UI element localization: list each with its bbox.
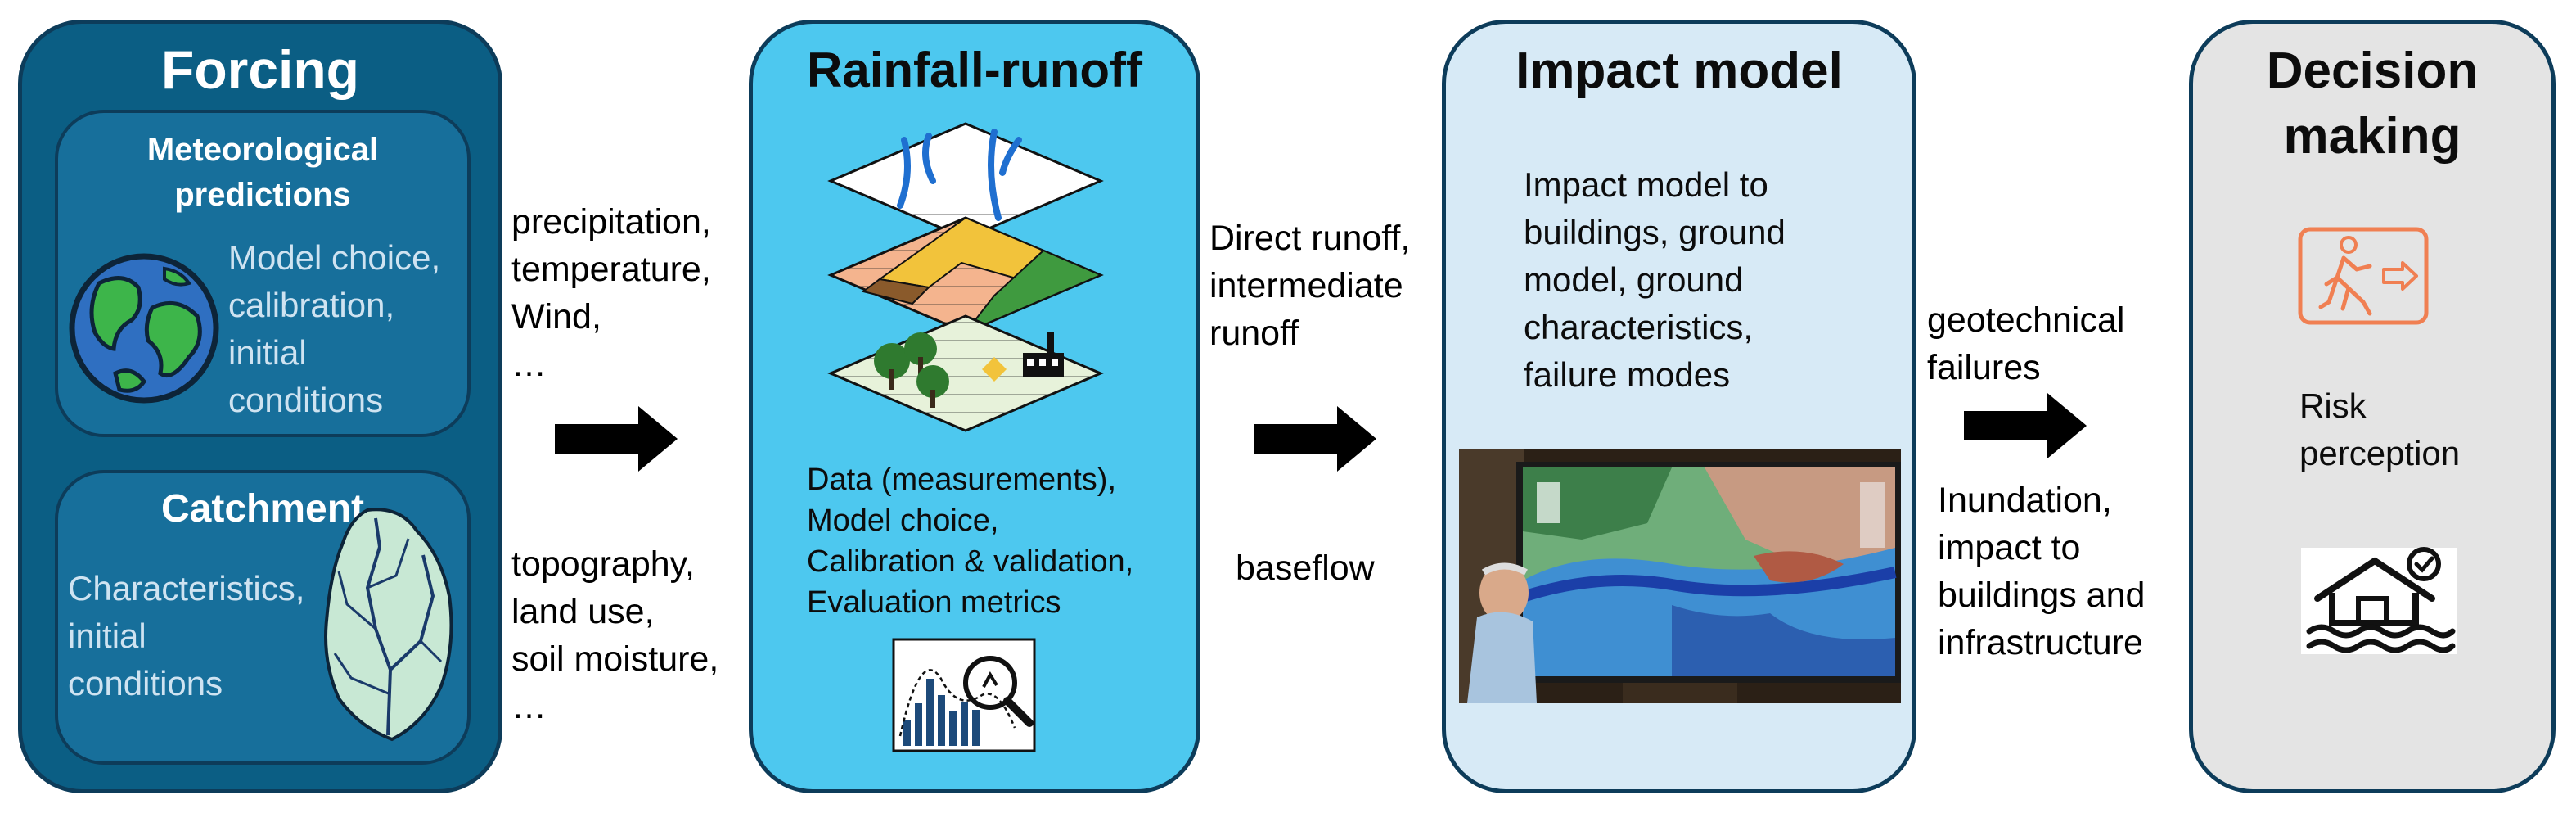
arrow-right-icon [1964,393,2087,458]
forcing-outputs-top-label: precipitation, temperature, Wind, … [511,202,711,384]
impact-outputs-bottom-label: Inundation, impact to buildings and infr… [1938,481,2146,662]
forcing-title: Forcing [161,39,359,100]
meteorological-predictions-text: Model choice, calibration, initial condi… [228,238,441,419]
layered-grid-model-icon [827,122,1104,432]
rainfall-runoff-text: Data (measurements), Model choice, Calib… [807,463,1134,620]
runoff-outputs-top-label: Direct runoff, intermediate runoff [1209,219,1411,353]
chart-magnifier-icon [892,638,1036,752]
earth-globe-icon [69,253,219,404]
meteorological-predictions-title: Meteorological predictions [146,132,379,213]
arrow-right-icon [1254,406,1376,472]
impact-model-text: Impact model to buildings, ground model,… [1524,165,1786,394]
decision-making-title: Decision making [2266,43,2479,165]
catchment-title: Catchment [160,487,365,531]
meteorological-predictions-panel: Meteorological predictions Model choice,… [55,110,471,437]
runoff-outputs-bottom-label: baseflow [1236,549,1375,588]
catchment-panel: Catchment Characteristics, initial condi… [55,470,471,765]
flood-map-control-room-photo [1459,449,1901,703]
catchment-map-icon [324,508,453,742]
evacuation-exit-icon [2298,227,2429,325]
impact-model-title: Impact model [1515,43,1843,99]
impact-outputs-top-label: geotechnical failures [1927,300,2125,387]
flooded-house-icon [2301,547,2457,654]
rainfall-runoff-panel: Rainfall-runoff Data (measurements), Mod… [749,20,1200,793]
rainfall-runoff-title: Rainfall-runoff [807,43,1142,97]
forcing-panel: Forcing Meteorological predictions Model… [18,20,502,793]
decision-making-panel: Decision making Risk perception [2189,20,2556,793]
catchment-text: Characteristics, initial conditions [68,569,305,702]
arrow-right-icon [555,406,678,472]
risk-perception-text: Risk perception [2299,386,2461,472]
forcing-outputs-bottom-label: topography, land use, soil moisture, … [511,544,719,726]
impact-model-panel: Impact model Impact model to buildings, … [1442,20,1916,793]
